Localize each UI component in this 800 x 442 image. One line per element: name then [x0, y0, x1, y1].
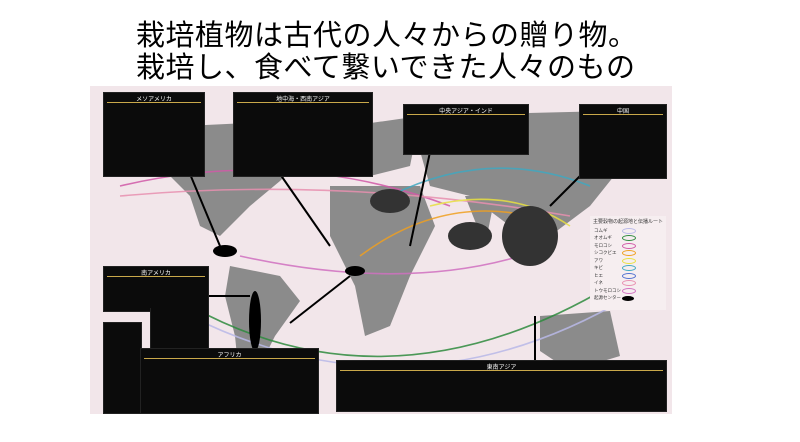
panel-south-america: 南アメリカ — [103, 266, 209, 312]
panel-south-america-lower — [150, 308, 209, 349]
africa — [330, 186, 435, 336]
origin-centers — [213, 189, 558, 351]
legend-label: モロコシ — [594, 243, 612, 249]
origin-center-swatch — [622, 295, 634, 301]
legend-label: 起源センター — [594, 296, 621, 302]
legend-label: ヒエ — [594, 273, 603, 279]
route-line — [189, 285, 611, 358]
legend-swatch — [622, 250, 636, 257]
panel-mesoamerica: メソアメリカ — [103, 92, 205, 177]
australia — [540, 311, 620, 371]
panel-pointers — [189, 151, 581, 361]
legend-swatch — [622, 280, 636, 287]
panel-china: 中国 — [579, 104, 667, 179]
route-line — [389, 167, 591, 197]
slide-title-line-1: 栽培植物は古代の人々からの贈り物。 — [136, 18, 638, 52]
panel-label: 東南アジア — [486, 364, 517, 371]
crop-origin-map-image: メソアメリカ 地中海・西南アジア 中央アジア・インド 中国 南アメリカ アフリカ… — [90, 86, 672, 414]
legend-label: コムギ — [594, 228, 608, 234]
legend-item-origin-center: 起源センター — [590, 295, 666, 303]
legend-item: シコクビエ — [590, 250, 666, 258]
origin-center — [448, 222, 492, 250]
legend-swatch — [622, 272, 636, 279]
legend-label: シコクビエ — [594, 251, 617, 257]
origin-center — [502, 206, 558, 266]
legend-item: ヒエ — [590, 272, 666, 280]
legend-swatch — [622, 265, 636, 272]
legend-item: モロコシ — [590, 242, 666, 250]
legend-item: キビ — [590, 265, 666, 273]
legend-item: トウモロコシ — [590, 287, 666, 295]
origin-center — [345, 266, 365, 276]
origin-center — [370, 189, 410, 213]
legend-item: イネ — [590, 280, 666, 288]
route-line — [119, 188, 571, 217]
panel-label: 南アメリカ — [141, 270, 171, 277]
route-line — [359, 210, 531, 257]
legend-title: 主要穀物の起源地と伝播ルート — [593, 219, 664, 225]
panel-mediterranean: 地中海・西南アジア — [233, 92, 373, 177]
legend-swatch — [622, 287, 636, 294]
panel-africa-left — [103, 322, 142, 414]
legend-label: オオムギ — [594, 236, 612, 242]
legend-swatch — [622, 227, 636, 234]
panel-africa: アフリカ — [140, 348, 319, 414]
legend-swatch — [622, 235, 636, 242]
legend-label: アワ — [594, 258, 603, 264]
panel-label: 中央アジア・インド — [439, 108, 493, 115]
legend-swatch — [622, 257, 636, 264]
legend-item: アワ — [590, 257, 666, 265]
route-line — [429, 198, 571, 227]
panel-central-asia-india: 中央アジア・インド — [403, 104, 529, 155]
panel-label: 地中海・西南アジア — [276, 96, 330, 103]
panel-label: メソアメリカ — [136, 96, 172, 103]
legend-item: オオムギ — [590, 235, 666, 243]
panel-southeast-asia: 東南アジア — [336, 360, 667, 412]
legend-item: コムギ — [590, 227, 666, 235]
panel-label: 中国 — [616, 108, 629, 115]
legend-label: トウモロコシ — [594, 288, 621, 294]
legend-swatch — [622, 242, 636, 249]
origin-center — [213, 245, 237, 257]
map-legend: 主要穀物の起源地と伝播ルート コムギオオムギモロコシシコクビエアワキビヒエイネト… — [590, 216, 666, 310]
legend-label: イネ — [594, 281, 603, 287]
origin-center — [249, 291, 261, 351]
panel-label: アフリカ — [217, 352, 242, 359]
legend-label: キビ — [594, 266, 603, 272]
slide-title-line-2: 栽培し、食べて繋いできた人々のもの — [136, 50, 636, 84]
